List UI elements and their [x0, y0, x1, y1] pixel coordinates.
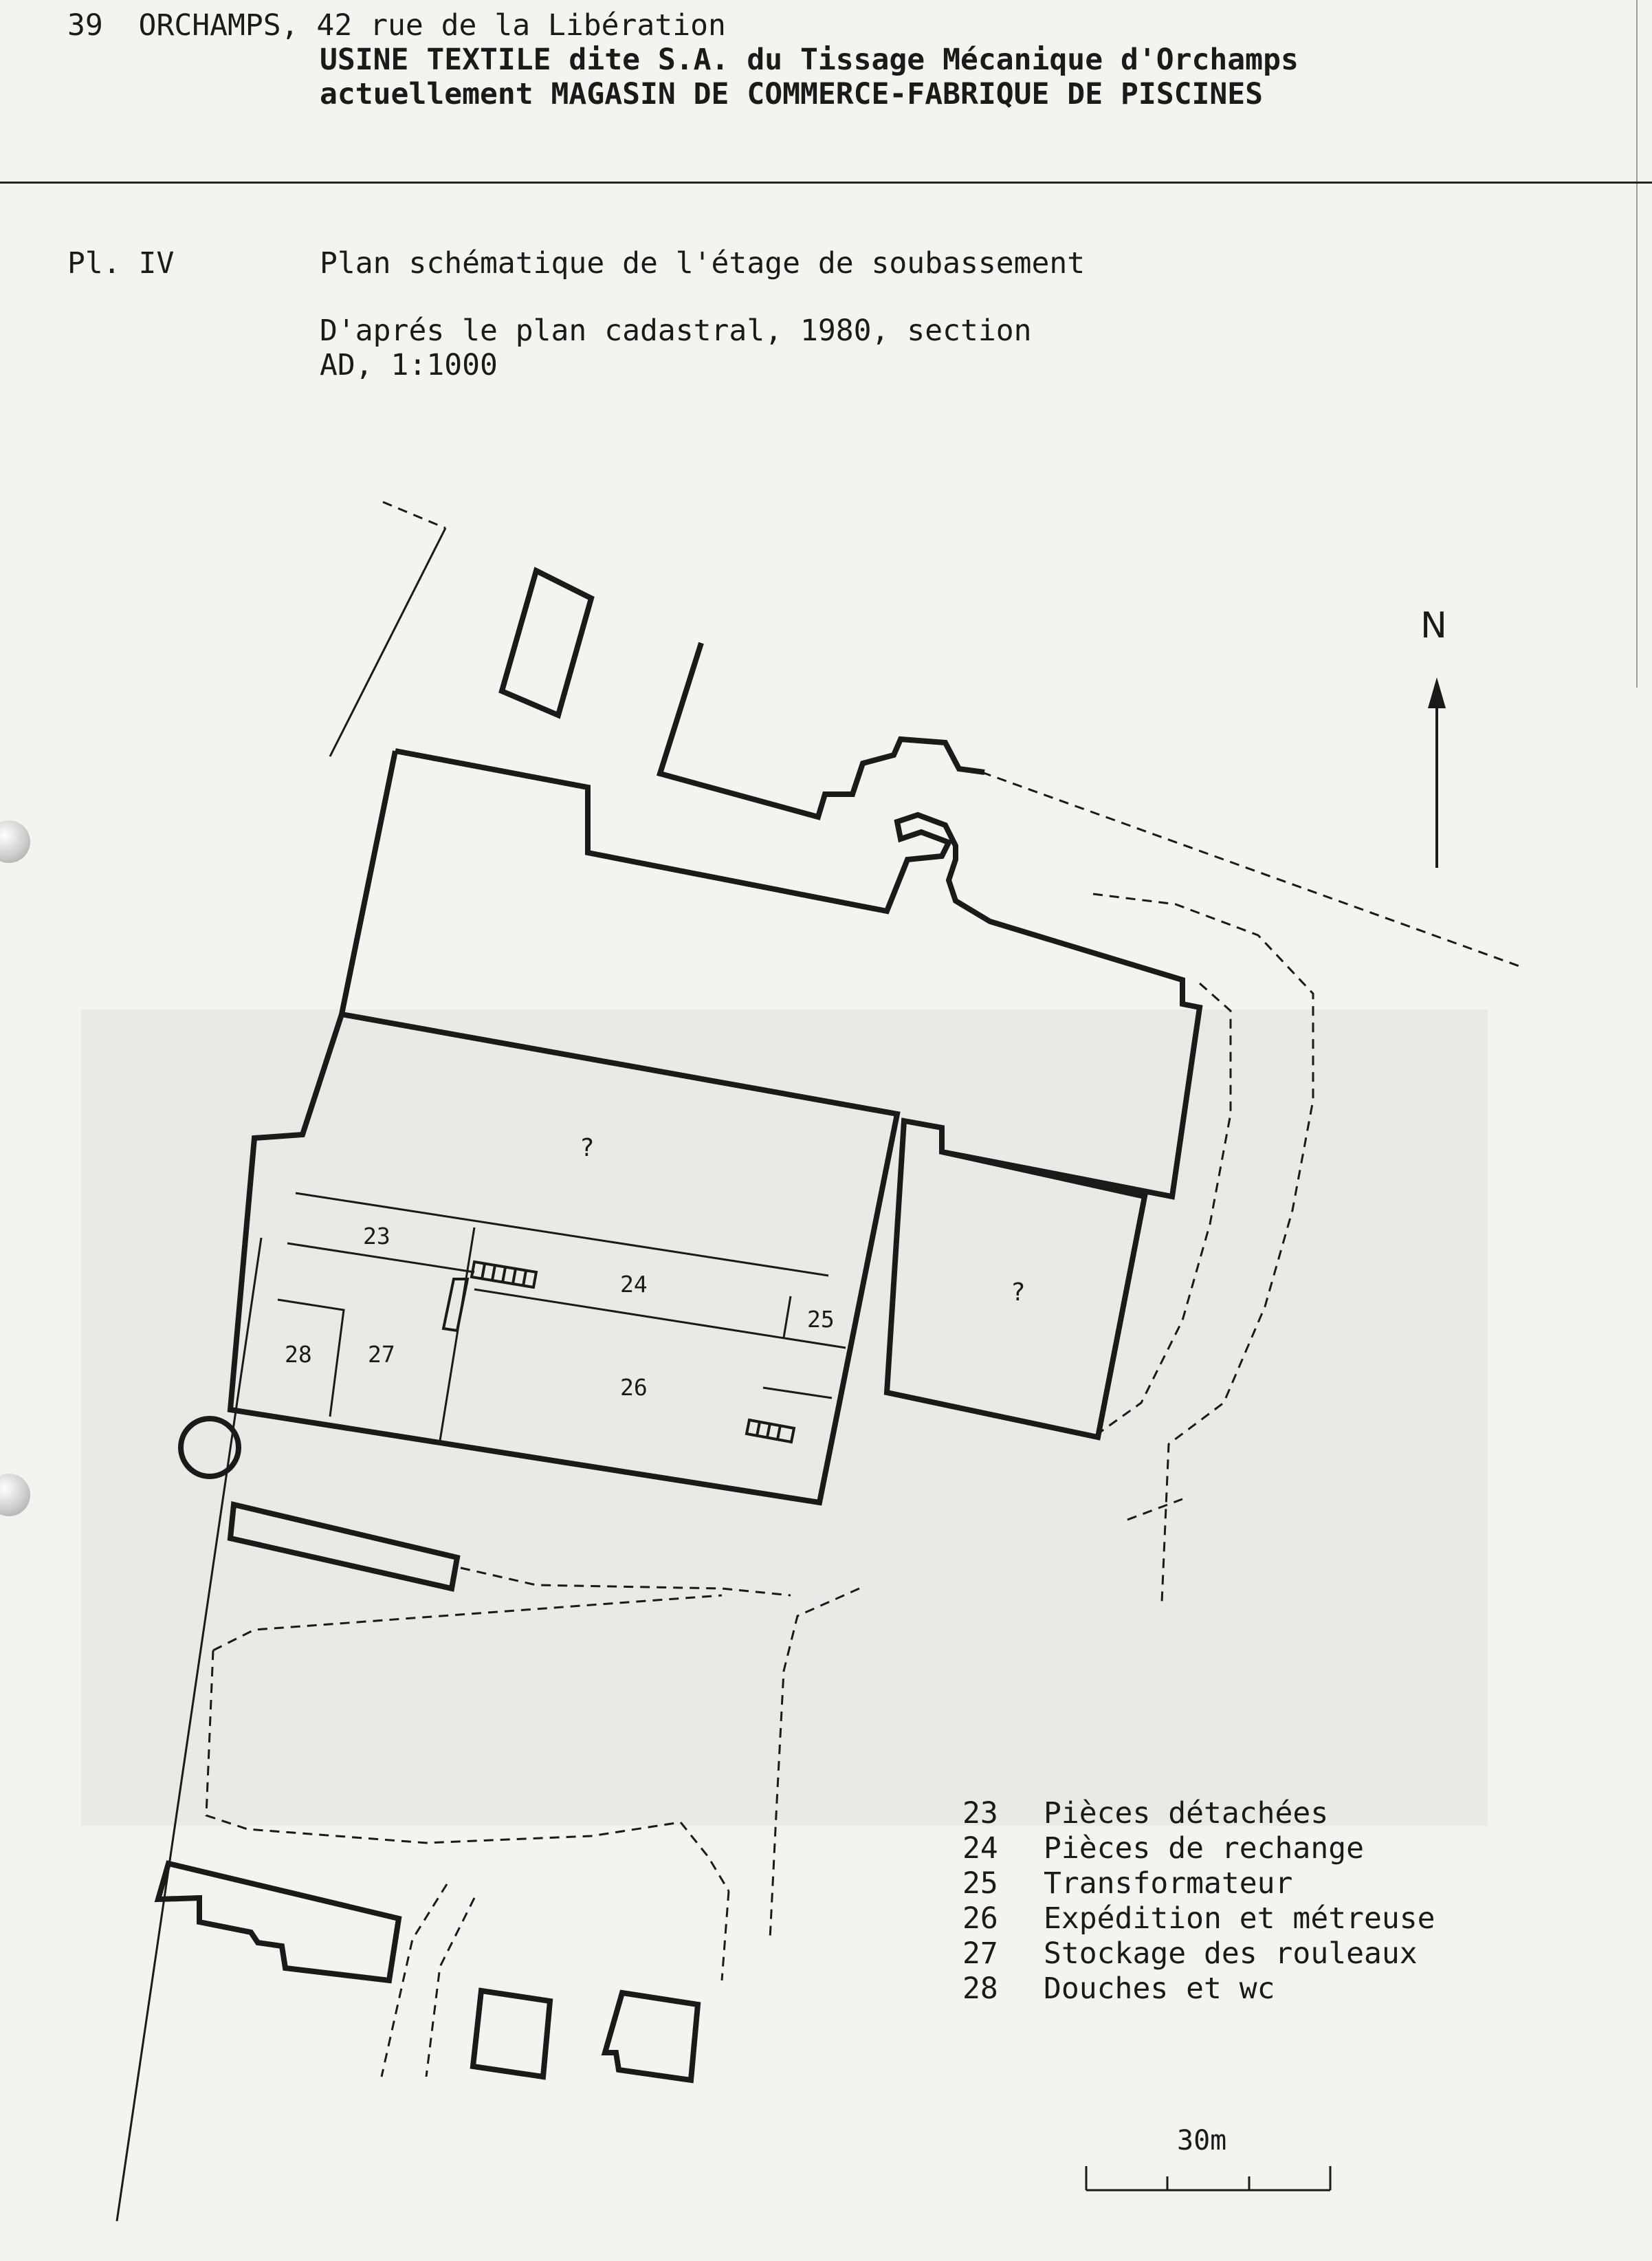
page-edge-line — [1636, 0, 1638, 688]
main-block-outline — [227, 1011, 901, 1506]
bleed-through-photo — [81, 1009, 1488, 1826]
legend-label-28: Douches et wc — [1044, 1971, 1275, 2006]
legend-label-23: Pièces détachées — [1044, 1796, 1329, 1831]
legend-num-24: 24 — [962, 1831, 998, 1866]
plate-number: Pl. IV — [67, 246, 175, 281]
courtyard-outline — [395, 748, 1203, 1200]
building-north-stepped — [656, 642, 985, 820]
legend-num-28: 28 — [962, 1971, 998, 2006]
interior-partitions — [277, 1192, 846, 1441]
header-divider — [0, 182, 1652, 184]
legend-label-25: Transformateur — [1044, 1866, 1293, 1901]
plate-source-2: AD, 1:1000 — [320, 348, 498, 382]
stairs — [441, 1260, 796, 1444]
building-south-square-2 — [601, 1989, 701, 2084]
scale-bar — [1085, 2166, 1332, 2192]
annex-west — [227, 1501, 461, 1592]
header-title: USINE TEXTILE dite S.A. du Tissage Mécan… — [320, 43, 1299, 77]
room-label-unknown-east: ? — [1011, 1278, 1026, 1307]
plate-source-1: D'aprés le plan cadastral, 1980, section — [320, 314, 1032, 348]
north-label: N — [1420, 605, 1447, 646]
room-label-23: 23 — [363, 1223, 390, 1249]
legend-label-27: Stockage des rouleaux — [1044, 1936, 1418, 1971]
street-edge-dashed — [205, 501, 1520, 2077]
room-label-27: 27 — [368, 1341, 395, 1368]
legend-label-24: Pièces de rechange — [1044, 1831, 1364, 1866]
building-south-square-1 — [470, 1987, 553, 2080]
round-structure — [178, 1416, 241, 1479]
legend-num-23: 23 — [962, 1796, 998, 1831]
legend-num-26: 26 — [962, 1901, 998, 1936]
east-block-outline — [883, 1117, 1148, 1441]
room-label-26: 26 — [620, 1374, 648, 1401]
north-arrow — [1428, 677, 1446, 868]
room-label-24: 24 — [620, 1271, 648, 1298]
room-label-unknown-main: ? — [580, 1134, 595, 1162]
header-location: 39 ORCHAMPS, 42 rue de la Libération — [67, 8, 726, 43]
road-edge — [115, 527, 447, 2222]
building-north-small — [498, 567, 595, 719]
building-south-west — [154, 1860, 402, 1984]
legend-label-26: Expédition et métreuse — [1044, 1901, 1435, 1936]
header-subtitle: actuellement MAGASIN DE COMMERCE-FABRIQU… — [320, 77, 1264, 111]
room-label-28: 28 — [285, 1341, 312, 1368]
legend-num-25: 25 — [962, 1866, 998, 1901]
legend-num-27: 27 — [962, 1936, 998, 1971]
scale-bar-label: 30m — [1177, 2125, 1227, 2156]
room-label-25: 25 — [807, 1306, 835, 1333]
plate-title: Plan schématique de l'étage de soubassem… — [320, 246, 1086, 281]
